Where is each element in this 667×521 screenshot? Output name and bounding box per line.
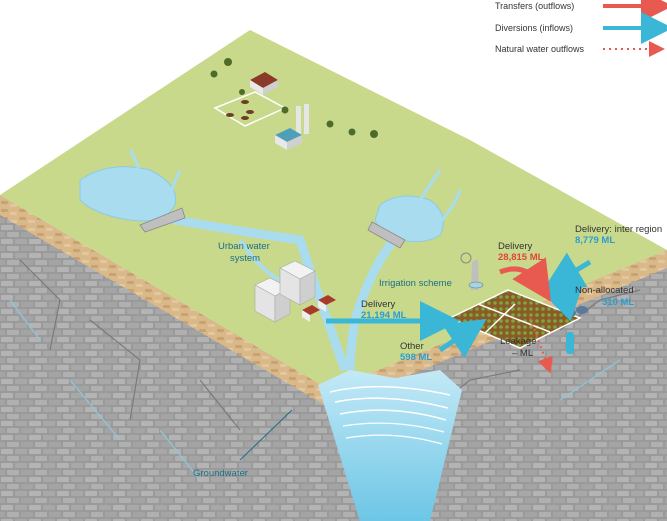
arrow-inter-region bbox=[542, 252, 592, 291]
leakage-label: Leakage bbox=[500, 336, 536, 347]
leakage-value: – ML bbox=[512, 348, 533, 359]
rivers bbox=[79, 149, 462, 372]
dam-left bbox=[139, 207, 186, 233]
urban-buildings bbox=[254, 260, 336, 323]
river-gorge bbox=[318, 370, 462, 521]
non-allocated-label: Non-allocated bbox=[575, 285, 634, 296]
non-allocated-value: 310 ML bbox=[602, 297, 634, 308]
urban-water-system-label-2: system bbox=[230, 253, 260, 264]
arrow-non-allocated bbox=[539, 283, 584, 322]
urban-water-system-label-1: Urban water bbox=[218, 241, 270, 252]
arrow-other bbox=[438, 318, 487, 358]
legend-transfers: Transfers (outflows) bbox=[495, 1, 574, 11]
arrow-delivery-irrigation bbox=[499, 257, 551, 302]
delivery-inter-region-value: 8,779 ML bbox=[575, 235, 615, 246]
irrigation-scheme-label: Irrigation scheme bbox=[379, 278, 452, 289]
trees bbox=[210, 58, 378, 138]
delivery-irrigation-value: 28,815 ML bbox=[498, 252, 544, 263]
dam-right bbox=[367, 221, 406, 249]
groundwater-pointer bbox=[239, 409, 293, 461]
other-value: 598 ML bbox=[400, 352, 432, 363]
delivery-urban-value: 21,194 ML bbox=[361, 310, 407, 321]
arrow-leakage bbox=[529, 317, 553, 374]
delivery-irrigation-label: Delivery bbox=[498, 241, 533, 252]
legend: Transfers (outflows) Diversions (inflows… bbox=[495, 0, 667, 57]
delivery-urban-label: Delivery bbox=[361, 299, 396, 310]
groundwater-label: Groundwater bbox=[193, 468, 248, 479]
legend-diversions: Diversions (inflows) bbox=[495, 23, 573, 33]
legend-natural: Natural water outflows bbox=[495, 44, 585, 54]
other-label: Other bbox=[400, 341, 424, 352]
delivery-inter-region-label: Delivery: inter region bbox=[575, 224, 662, 235]
diversion-arrows bbox=[326, 252, 592, 358]
